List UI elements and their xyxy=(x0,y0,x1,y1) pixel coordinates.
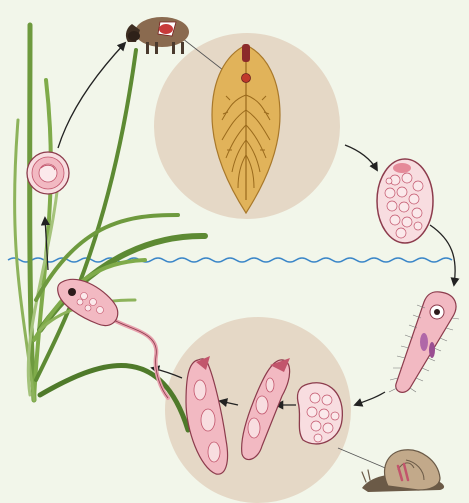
pointer-snail-to-circle xyxy=(338,448,390,470)
sheep-liver xyxy=(159,24,173,34)
cercaria-icon xyxy=(58,279,168,398)
arrow-miracidium-to-sporocyst xyxy=(355,392,385,405)
miracidium-icon xyxy=(389,292,459,393)
water-surface-line xyxy=(8,258,452,262)
metacercaria-icon xyxy=(27,152,69,194)
egg-icon xyxy=(377,159,433,243)
sporocyst-icon xyxy=(297,383,342,444)
snail-icon xyxy=(362,450,444,492)
arrow-fluke-to-egg xyxy=(345,145,377,170)
arrow-egg-to-miracidium xyxy=(430,225,455,285)
arrow-grass-to-sheep xyxy=(58,43,125,148)
